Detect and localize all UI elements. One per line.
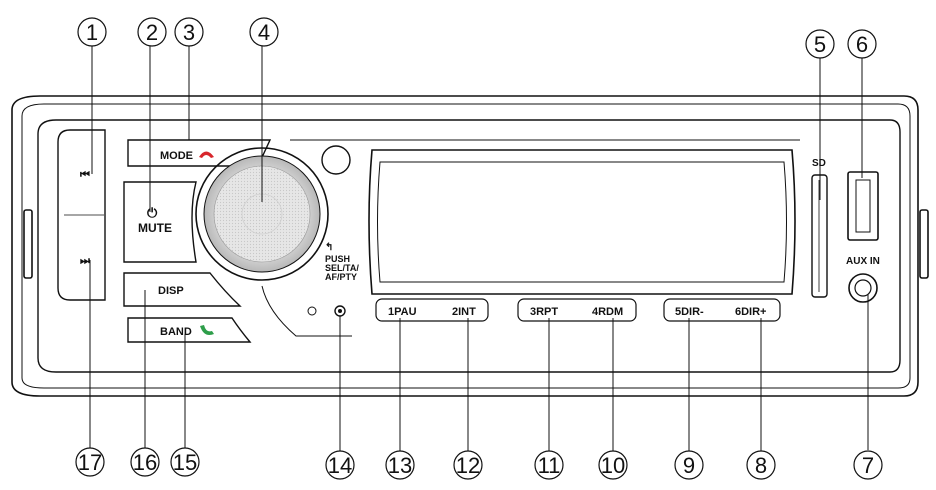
mode-button[interactable]: MODE <box>127 139 272 167</box>
callout-8: 8 <box>746 450 776 480</box>
left-side-clip <box>23 209 33 279</box>
callout-11-number: 11 <box>538 453 561 478</box>
callout-6-number: 6 <box>856 32 868 57</box>
callout-10: 10 <box>598 450 628 480</box>
preset-5-label[interactable]: 5DIR- <box>675 306 704 318</box>
callout-14-number: 14 <box>328 453 352 478</box>
skip-previous-icon: ⏮ <box>80 169 90 181</box>
callout-12: 12 <box>453 450 483 480</box>
chassis <box>11 95 929 397</box>
preset-3-label[interactable]: 3RPT <box>530 306 558 318</box>
callout-2-number: 2 <box>146 20 158 45</box>
volume-knob[interactable] <box>195 147 329 281</box>
knob-legend-line3: AF/PTY <box>325 272 357 282</box>
aux-jack-outer <box>848 273 878 303</box>
callout-9: 9 <box>674 450 704 480</box>
outer-frame <box>11 95 919 397</box>
reset-hole-inner <box>338 309 342 313</box>
mute-button-shape <box>123 181 197 263</box>
sd-label: SD <box>812 158 826 169</box>
aux-in-port[interactable]: AUX IN <box>846 256 880 303</box>
preset-group-3-4: 3RPT 4RDM <box>517 298 637 322</box>
callout-15-number: 15 <box>173 450 197 475</box>
callout-15: 15 <box>170 447 200 477</box>
callout-5: 5 <box>805 29 835 59</box>
mute-button[interactable]: ⏻ MUTE <box>123 181 197 263</box>
callout-17: 17 <box>75 447 105 477</box>
band-button-shape <box>127 317 252 343</box>
callout-6: 6 <box>847 29 877 59</box>
left-panel-outline <box>57 129 106 301</box>
preset-2-label[interactable]: 2INT <box>452 306 476 318</box>
preset-group-5-6: 5DIR- 6DIR+ <box>663 298 781 322</box>
phone-call-icon <box>200 325 214 335</box>
leader-lines <box>89 46 869 452</box>
disp-button[interactable]: DISP <box>123 272 242 307</box>
left-panel <box>57 129 106 301</box>
callout-7-number: 7 <box>862 453 874 478</box>
callout-1-number: 1 <box>86 20 98 45</box>
aux-in-label: AUX IN <box>846 256 880 267</box>
callout-9-number: 9 <box>683 453 695 478</box>
preset-1-label[interactable]: 1PAU <box>388 306 417 318</box>
disp-button-label: DISP <box>158 285 184 297</box>
phone-hangup-icon <box>199 151 214 158</box>
callout-4-number: 4 <box>258 20 270 45</box>
callout-2: 2 <box>137 17 167 47</box>
power-icon: ⏻ <box>147 205 158 220</box>
callout-3-number: 3 <box>183 20 195 45</box>
preset-1-2-frame <box>375 298 489 322</box>
skip-next-icon: ⏭ <box>80 255 90 267</box>
mode-button-label: MODE <box>160 150 193 162</box>
callout-13: 13 <box>385 450 415 480</box>
mute-button-label: MUTE <box>138 221 172 235</box>
next-button[interactable]: ⏭ <box>80 255 90 267</box>
preset-group-1-2: 1PAU 2INT <box>375 298 489 322</box>
ir-sensor <box>321 145 351 175</box>
band-button[interactable]: BAND <box>127 317 252 343</box>
usb-port-inner <box>855 179 871 233</box>
right-side-clip <box>919 209 929 279</box>
callout-17-number: 17 <box>78 450 102 475</box>
callout-4: 4 <box>249 17 279 47</box>
usb-port[interactable] <box>847 171 879 241</box>
back-arrow-icon: ↰ <box>325 242 333 253</box>
callout-8-number: 8 <box>755 453 767 478</box>
preset-5-6-frame <box>663 298 781 322</box>
knob-legend-line2: SEL/TA/ <box>325 263 359 273</box>
callouts: 1 2 3 4 5 6 7 8 9 10 11 12 13 14 15 16 1… <box>75 17 883 480</box>
aux-jack-inner <box>854 279 872 297</box>
knob-legend: ↰ PUSH SEL/TA/ AF/PTY <box>325 242 359 282</box>
usb-port-outer <box>847 171 879 241</box>
front-panel <box>37 119 901 373</box>
callout-14: 14 <box>325 450 355 480</box>
callout-16: 16 <box>130 447 160 477</box>
band-button-label: BAND <box>160 326 192 338</box>
lcd-display <box>368 149 796 295</box>
preset-6-label[interactable]: 6DIR+ <box>735 306 767 318</box>
callout-11: 11 <box>534 450 564 480</box>
callout-16-number: 16 <box>133 450 157 475</box>
callout-10-number: 10 <box>601 453 625 478</box>
prev-button[interactable]: ⏮ <box>80 169 90 181</box>
lcd-outer <box>368 149 796 295</box>
indicator-led <box>307 306 317 316</box>
callout-7: 7 <box>853 450 883 480</box>
callout-1: 1 <box>77 17 107 47</box>
lcd-inner <box>377 161 787 283</box>
panel-contour-line <box>261 285 352 337</box>
outer-frame-inner <box>21 103 911 389</box>
preset-4-label[interactable]: 4RDM <box>592 306 623 318</box>
callout-12-number: 12 <box>456 453 480 478</box>
callout-3: 3 <box>174 17 204 47</box>
reset-button[interactable] <box>334 305 346 317</box>
knob-legend-line1: PUSH <box>325 254 350 264</box>
callout-13-number: 13 <box>388 453 412 478</box>
callout-5-number: 5 <box>814 32 826 57</box>
preset-3-4-frame <box>517 298 637 322</box>
disp-button-shape <box>123 272 242 307</box>
